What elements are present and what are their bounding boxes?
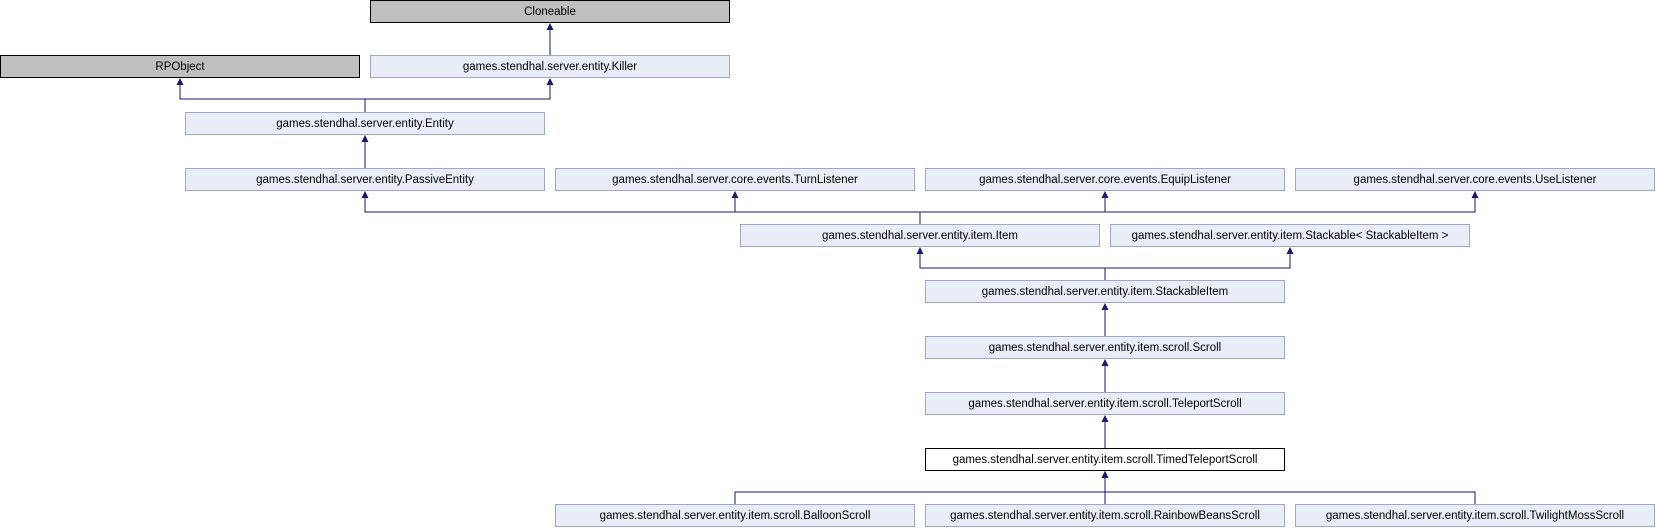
node-balloon-scroll[interactable]: games.stendhal.server.entity.item.scroll…: [555, 504, 915, 527]
edge-twilight_moss_scroll-to-timed_teleport_scroll: [1104, 477, 1476, 504]
edge-entity-to-rpobject: [179, 84, 366, 112]
node-teleport-scroll[interactable]: games.stendhal.server.entity.item.scroll…: [925, 392, 1285, 415]
node-item[interactable]: games.stendhal.server.entity.item.Item: [740, 224, 1100, 247]
edge-item-to-turn_listener: [734, 197, 921, 224]
node-cloneable: Cloneable: [370, 0, 730, 23]
arrowhead-passive_entity-to-entity: [361, 135, 369, 142]
node-entity[interactable]: games.stendhal.server.entity.Entity: [185, 112, 545, 135]
node-killer[interactable]: games.stendhal.server.entity.Killer: [370, 55, 730, 78]
arrowhead-killer-to-cloneable: [546, 23, 554, 30]
edge-entity-to-killer: [364, 84, 551, 112]
arrowhead-entity-to-rpobject: [176, 78, 184, 85]
node-stackable[interactable]: games.stendhal.server.entity.item.Stacka…: [1110, 224, 1470, 247]
arrowhead-scroll-to-stackable_item: [1101, 303, 1109, 310]
edge-stackable_item-to-stackable: [1104, 253, 1291, 280]
edge-item-to-passive_entity: [364, 197, 921, 224]
arrowhead-item-to-passive_entity: [361, 191, 369, 198]
arrowhead-item-to-turn_listener: [731, 191, 739, 198]
arrowhead-stackable_item-to-item: [916, 247, 924, 254]
node-passive-entity[interactable]: games.stendhal.server.entity.PassiveEnti…: [185, 168, 545, 191]
node-twilight-moss-scroll[interactable]: games.stendhal.server.entity.item.scroll…: [1295, 504, 1655, 527]
arrowhead-teleport_scroll-to-scroll: [1101, 359, 1109, 366]
arrowhead-item-to-equip_listener: [1101, 191, 1109, 198]
arrowhead-entity-to-killer: [546, 78, 554, 85]
arrowhead-stackable_item-to-stackable: [1286, 247, 1294, 254]
arrowhead-timed_teleport_scroll-to-teleport_scroll: [1101, 415, 1109, 422]
node-rpobject: RPObject: [0, 55, 360, 78]
node-stackable-item[interactable]: games.stendhal.server.entity.item.Stacka…: [925, 280, 1285, 303]
arrowhead-item-to-use_listener: [1471, 191, 1479, 198]
node-scroll[interactable]: games.stendhal.server.entity.item.scroll…: [925, 336, 1285, 359]
node-rainbow-beans-scroll[interactable]: games.stendhal.server.entity.item.scroll…: [925, 504, 1285, 527]
edge-item-to-use_listener: [919, 197, 1476, 224]
node-equip-listener[interactable]: games.stendhal.server.core.events.EquipL…: [925, 168, 1285, 191]
node-use-listener[interactable]: games.stendhal.server.core.events.UseLis…: [1295, 168, 1655, 191]
arrowhead-twilight_moss_scroll-to-timed_teleport_scroll: [1101, 471, 1109, 478]
edge-stackable_item-to-item: [919, 253, 1106, 280]
edge-item-to-equip_listener: [919, 197, 1106, 224]
node-timed-teleport-scroll: games.stendhal.server.entity.item.scroll…: [925, 448, 1285, 471]
edge-balloon_scroll-to-timed_teleport_scroll: [734, 477, 1106, 504]
node-turn-listener[interactable]: games.stendhal.server.core.events.TurnLi…: [555, 168, 915, 191]
